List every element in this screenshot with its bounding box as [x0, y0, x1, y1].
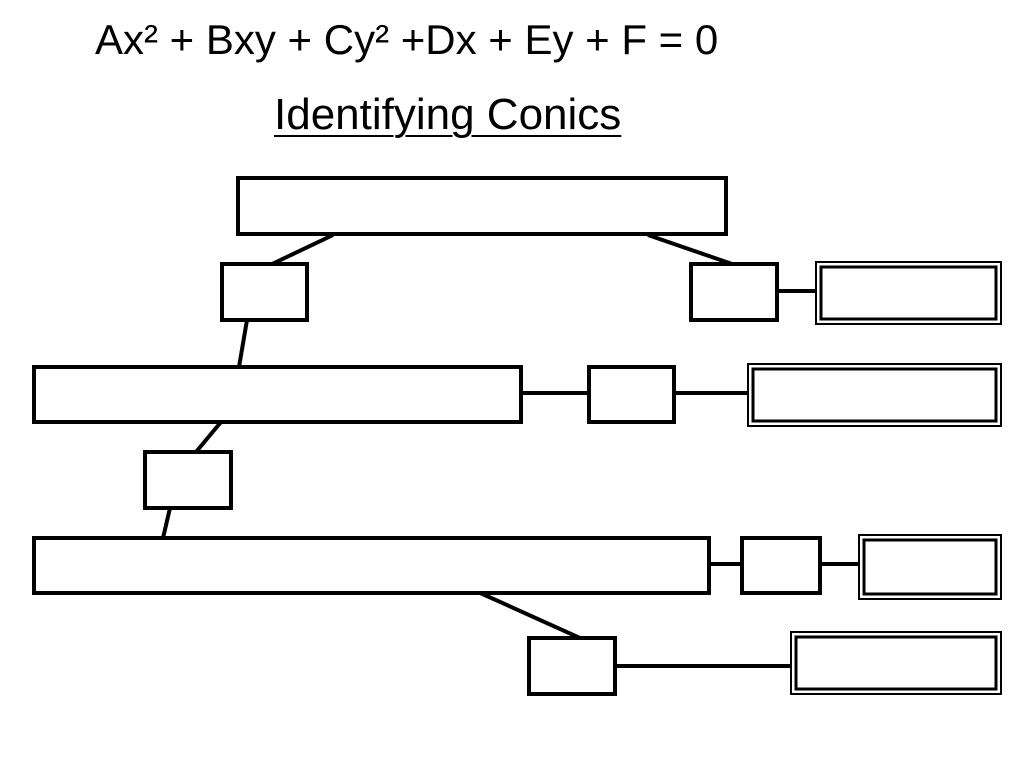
question-box-root — [236, 176, 728, 236]
answer-box-bottom — [527, 636, 617, 696]
connector-root-to-right-answer — [647, 233, 736, 267]
result-box-3 — [858, 534, 1002, 600]
answer-box-left-2 — [143, 450, 233, 510]
slide-heading: Identifying Conics — [274, 90, 622, 139]
connector-question-3-to-bottom-answer — [477, 590, 581, 640]
connector-lower-answer-to-question-3 — [161, 507, 172, 539]
connector-question-2-to-lower-answer — [194, 420, 223, 454]
connector-answer-to-question-2 — [237, 319, 249, 368]
answer-box-left-1 — [220, 262, 309, 322]
answer-box-row-2 — [587, 365, 676, 424]
answer-box-row-3 — [740, 536, 822, 595]
result-box-1 — [815, 261, 1002, 325]
result-box-2 — [747, 363, 1002, 427]
connector-root-to-left-answer — [269, 233, 334, 267]
question-box-3 — [32, 536, 711, 595]
general-conic-equation: Ax² + Bxy + Cy² +Dx + Ey + F = 0 — [95, 16, 719, 63]
result-box-4 — [790, 631, 1002, 695]
question-box-2 — [32, 365, 523, 424]
answer-box-right-1 — [689, 262, 779, 322]
